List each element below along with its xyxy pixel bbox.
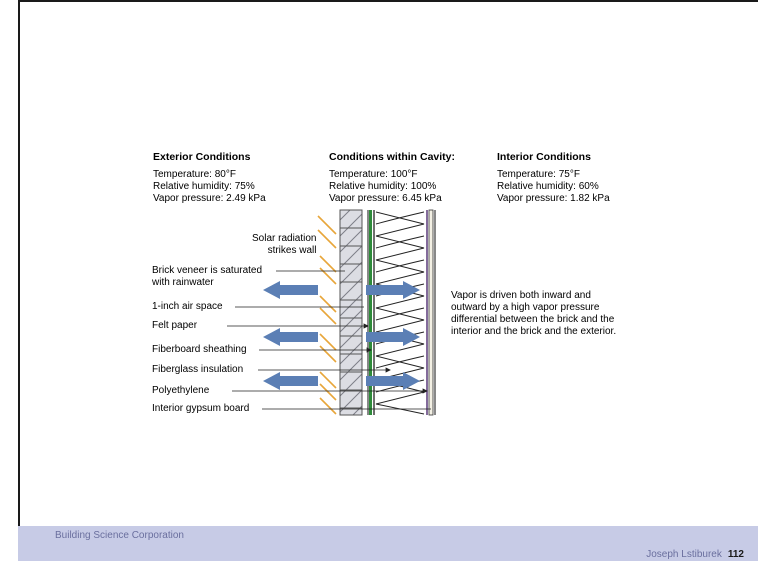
- solar-rays: [317, 215, 337, 415]
- footer-organization: Building Science Corporation: [55, 530, 184, 541]
- interior-vapor: Vapor pressure: 1.82 kPa: [497, 193, 610, 204]
- label-solar-line1: Solar radiation: [252, 233, 317, 244]
- outward-arrows: [263, 281, 318, 390]
- label-fiberboard: Fiberboard sheathing: [152, 344, 247, 355]
- gypsum-board: [428, 209, 434, 416]
- interior-heading: Interior Conditions: [497, 151, 591, 163]
- cavity-temperature: Temperature: 100°F: [329, 169, 418, 180]
- label-polyethylene: Polyethylene: [152, 385, 210, 396]
- label-fiberglass: Fiberglass insulation: [152, 364, 244, 375]
- label-gypsum: Interior gypsum board: [152, 403, 250, 414]
- slide-frame: [18, 0, 758, 535]
- label-brick: Brick veneer is saturated with rainwater: [152, 265, 262, 289]
- label-solar: Solar radiation strikes wall: [252, 233, 316, 257]
- label-air-space: 1-inch air space: [152, 301, 223, 312]
- label-brick-line1: Brick veneer is saturated: [152, 265, 263, 276]
- label-brick-line2: with rainwater: [152, 277, 214, 288]
- exterior-heading: Exterior Conditions: [153, 151, 251, 163]
- page-number: 112: [727, 549, 744, 560]
- label-felt-paper: Felt paper: [152, 320, 198, 331]
- cavity-vapor: Vapor pressure: 6.45 kPa: [329, 193, 442, 204]
- cavity-heading: Conditions within Cavity:: [329, 151, 455, 163]
- exterior-temperature: Temperature: 80°F: [153, 169, 236, 180]
- label-solar-line2: strikes wall: [267, 245, 317, 256]
- footer-bar: Building Science Corporation Joseph Lsti…: [18, 526, 758, 561]
- exterior-conditions: Exterior Conditions Temperature: 80°F Re…: [153, 151, 266, 205]
- footer-author: Joseph Lstiburek: [646, 549, 722, 560]
- interior-temperature: Temperature: 75°F: [497, 169, 580, 180]
- vapor-drive-note: Vapor is driven both inward and outward …: [451, 290, 617, 337]
- cavity-humidity: Relative humidity: 100%: [329, 181, 437, 192]
- interior-humidity: Relative humidity: 60%: [497, 181, 599, 192]
- cavity-conditions: Conditions within Cavity: Temperature: 1…: [329, 151, 455, 205]
- footer-author-block: Joseph Lstiburek 112: [646, 549, 744, 560]
- exterior-humidity: Relative humidity: 75%: [153, 181, 255, 192]
- inward-arrows: [366, 281, 420, 390]
- brick-veneer: [339, 209, 363, 416]
- fiberboard-sheathing: [369, 210, 372, 415]
- interior-conditions: Interior Conditions Temperature: 75°F Re…: [497, 151, 610, 205]
- exterior-vapor: Vapor pressure: 2.49 kPa: [153, 193, 266, 204]
